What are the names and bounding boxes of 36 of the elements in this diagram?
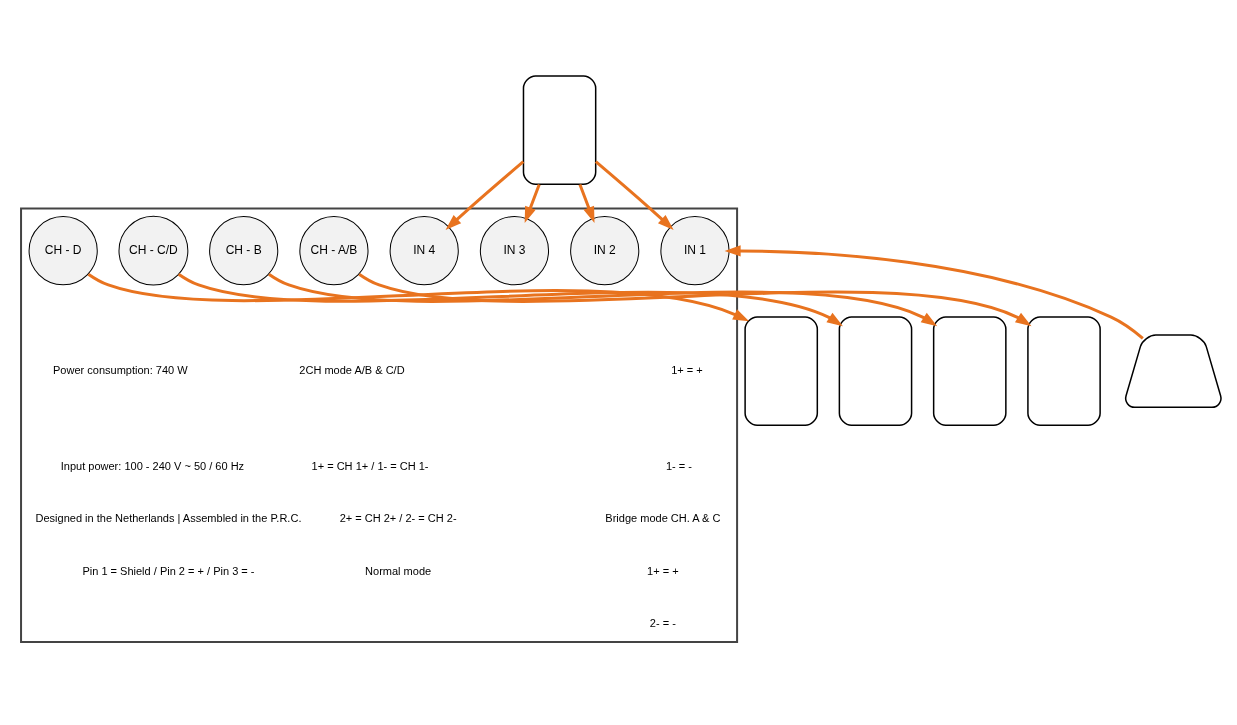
label: Input power: 100 - 240 V ~ 50 / 60 Hz [60,459,245,472]
label: Power consumption: 740 W [52,363,188,376]
arrow [445,160,525,230]
label: 2- = - [649,616,676,629]
node-circle: IN 4 [389,215,459,285]
arrow [524,183,541,223]
label: 2CH mode A/B & C/D [299,363,405,376]
arrow [594,160,674,230]
node-box [744,315,819,426]
node-circle: IN 1 [660,215,730,285]
label: Normal mode [365,564,432,577]
node-circle: IN 2 [570,215,640,285]
arrow [724,244,1144,339]
arrow [268,272,938,326]
label: Bridge mode CH. A & C [605,511,721,524]
arrow [177,272,843,326]
node-circle: CH - D [28,215,98,285]
node-laptop [1124,333,1222,408]
label: Pin 1 = Shield / Pin 2 = + / Pin 3 = - [82,564,255,577]
label: 1+ = + [647,564,679,577]
node-box [522,74,597,185]
node-box [932,315,1007,426]
arrow [87,272,750,321]
label: 1- = - [665,459,692,472]
label: 1+ = + [671,363,703,376]
label: 2+ = CH 2+ / 2- = CH 2- [339,511,457,524]
label: Designed in the Netherlands | Assembled in the P.R.C. [35,511,302,524]
label: 1+ = CH 1+ / 1- = CH 1- [311,459,429,472]
node-box [1027,315,1101,426]
node-circle: CH - B [209,215,279,285]
arrow [578,183,595,223]
node-circle: CH - C/D [118,215,189,286]
node-circle: CH - A/B [299,215,369,285]
node-box [838,315,913,426]
arrow [358,272,1032,326]
node-circle: IN 3 [479,215,550,285]
